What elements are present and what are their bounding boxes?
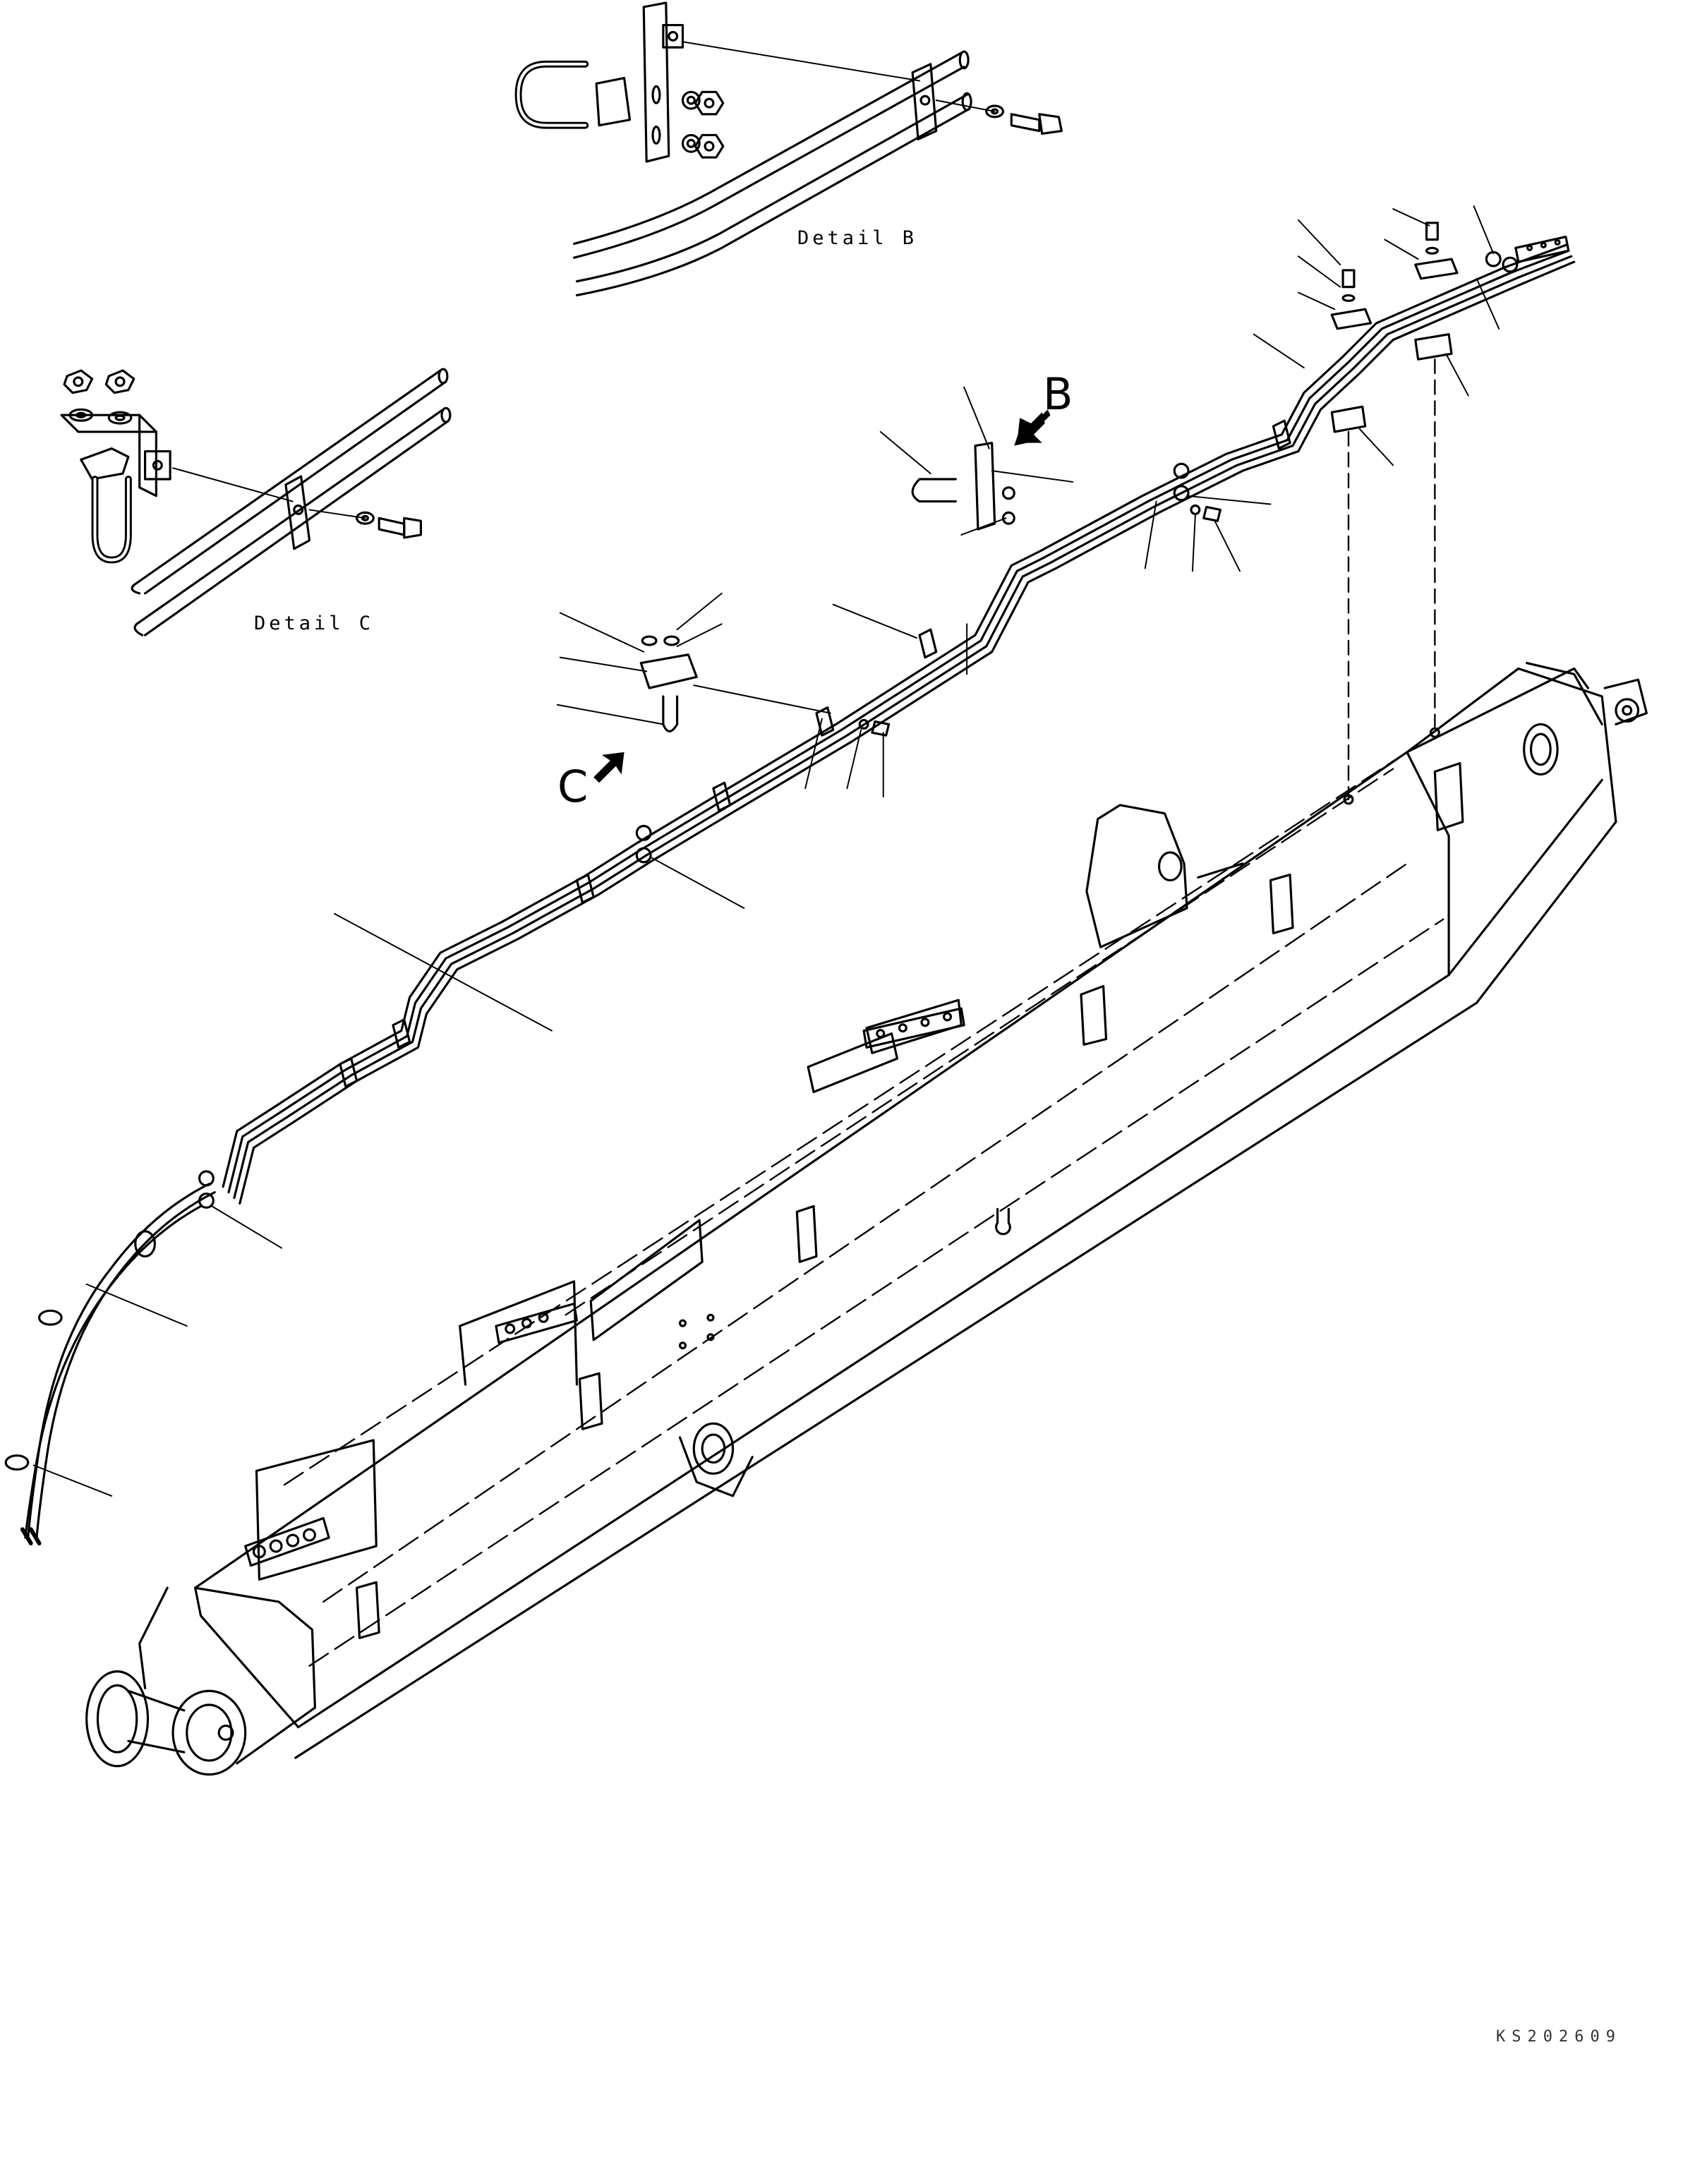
boom-structure xyxy=(85,661,1648,1776)
detail-c-title: Detail C xyxy=(254,613,375,634)
projection-lines xyxy=(1347,358,1436,801)
leader-lines xyxy=(32,205,1500,1497)
pipe-hardware xyxy=(639,222,1570,737)
pipe-assembly xyxy=(4,243,1576,1545)
view-marker-b: B xyxy=(1043,368,1073,420)
detail-b-title: Detail B xyxy=(797,227,918,249)
drawing-id: KS202609 xyxy=(1496,2028,1622,2046)
detail-b-drawing xyxy=(514,1,1063,297)
view-marker-c: C xyxy=(557,761,589,812)
view-arrow-c xyxy=(593,752,625,783)
view-arrow-b xyxy=(1014,409,1051,446)
detail-c-drawing xyxy=(60,368,452,637)
